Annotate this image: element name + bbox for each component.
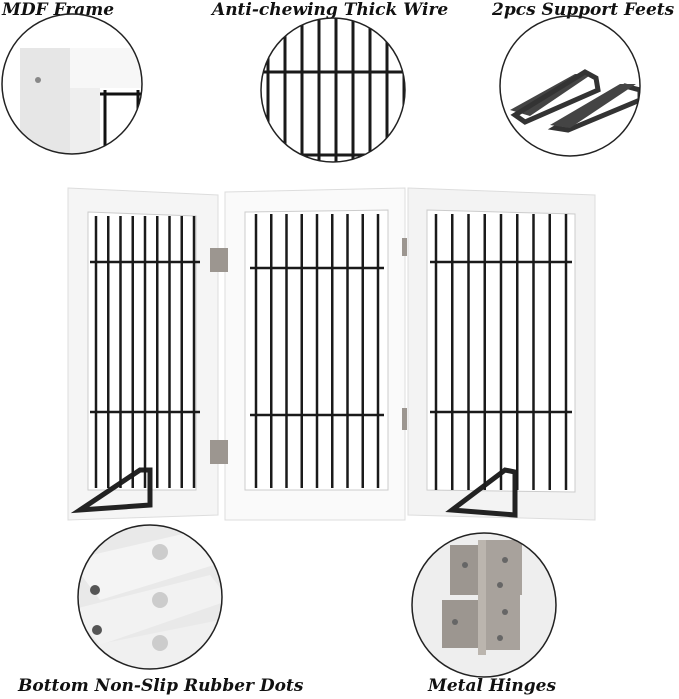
label-metal-hinges: Metal Hinges xyxy=(428,676,557,696)
label-support-feet: 2pcs Support Feets xyxy=(492,0,675,20)
detail-circle xyxy=(1,13,143,155)
folding-gate xyxy=(67,187,596,521)
hinge xyxy=(210,440,228,464)
detail-circle xyxy=(77,524,223,670)
label-thick-wire: Anti-chewing Thick Wire xyxy=(212,0,449,20)
rubber-dots-detail xyxy=(78,525,222,669)
support-feet-detail xyxy=(510,69,640,133)
metal-hinges-detail xyxy=(412,533,556,677)
hinge xyxy=(210,248,228,272)
label-rubber-dots: Bottom Non-Slip Rubber Dots xyxy=(18,676,304,696)
detail-circle xyxy=(411,532,557,678)
detail-circle xyxy=(499,15,641,157)
support-foot xyxy=(445,467,518,518)
thick-wire-detail xyxy=(261,18,405,162)
detail-circle xyxy=(260,17,406,163)
